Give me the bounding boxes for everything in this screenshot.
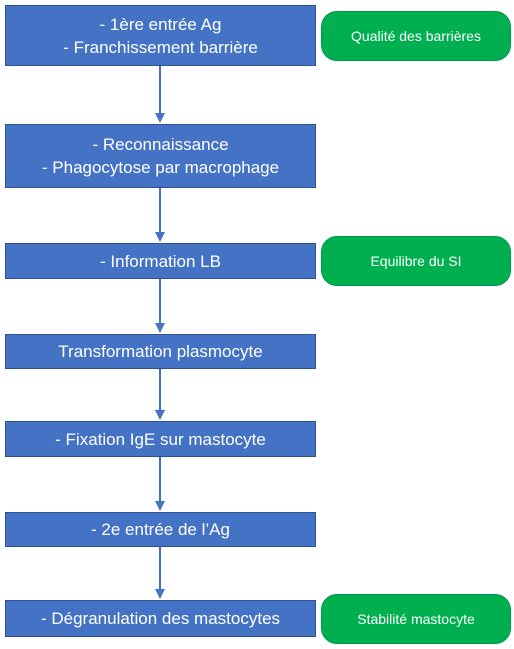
step-antigen-entry-line-2: - Franchissement barrière <box>63 37 258 57</box>
note-barrier-quality-label: Qualité des barrières <box>351 28 481 44</box>
step-plasmocyte: Transformation plasmocyte <box>5 334 316 369</box>
step-recognition: - Reconnaissance - Phagocytose par macro… <box>5 124 316 188</box>
step-antigen-entry-line-1: - 1ère entrée Ag <box>99 14 222 34</box>
step-recognition-line-2: - Phagocytose par macrophage <box>41 158 280 177</box>
note-immune-balance-label: Equilibre du SI <box>370 253 462 269</box>
note-barrier-quality: Qualité des barrières <box>321 11 511 61</box>
note-mastocyte-stability: Stabilité mastocyte <box>321 594 511 644</box>
step-second-entry: - 2e entrée de l’Ag <box>5 512 316 547</box>
step-degranulation: - Dégranulation des mastocytes <box>5 600 316 637</box>
step-information-lb-line-1: - Information LB <box>100 251 221 271</box>
step-plasmocyte-line-1: Transformation plasmocyte <box>58 342 263 361</box>
note-immune-balance: Equilibre du SI <box>321 236 511 286</box>
step-information-lb: - Information LB <box>5 243 316 279</box>
step-recognition-line-1: - Reconnaissance <box>92 135 229 154</box>
step-ige-fixation-line-1: - Fixation IgE sur mastocyte <box>55 429 266 449</box>
step-antigen-entry: - 1ère entrée Ag - Franchissement barriè… <box>5 5 316 66</box>
step-ige-fixation: - Fixation IgE sur mastocyte <box>5 421 316 457</box>
note-mastocyte-stability-label: Stabilité mastocyte <box>357 611 475 627</box>
step-degranulation-line-1: - Dégranulation des mastocytes <box>40 609 281 628</box>
step-second-entry-line-1: - 2e entrée de l’Ag <box>91 520 230 539</box>
